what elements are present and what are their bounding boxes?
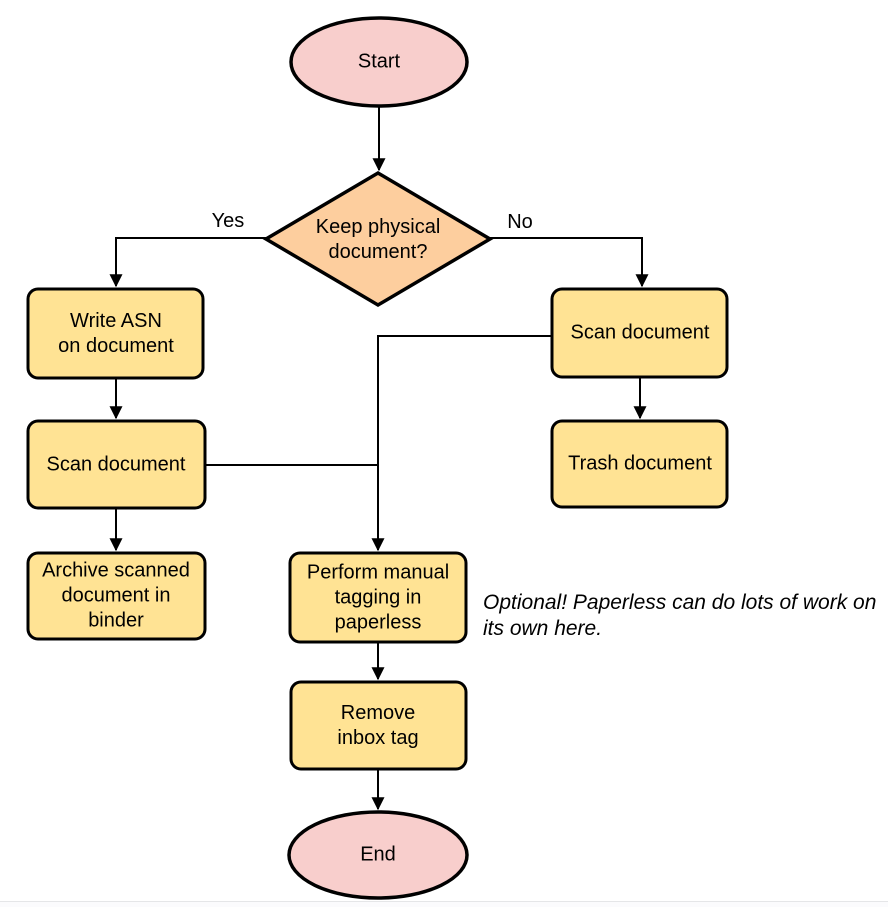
edge-label-no: No [507,211,533,233]
node-archive-shape [26,551,207,641]
edge-decision-yes-to-write-asn [109,237,266,288]
node-remove-inbox-label: Remove inbox tag [337,701,418,751]
node-write-asn-label-line: Write ASN [70,310,162,332]
edge-label-yes: Yes [211,210,245,232]
node-decision-label-line: document? [328,241,428,263]
canvas-bottom-edge [0,901,888,902]
node-tagging-label: Perform manual tagging in paperless [307,561,449,636]
node-archive-label-line: Archive scanned [42,559,190,582]
node-write-asn-label: Write ASN on document [58,309,174,359]
node-trash-label-line: Trash document [568,452,712,475]
node-scan-right-shape [550,287,729,379]
optional-note-line: its own here. [483,617,603,640]
node-archive-label-line: document in [61,584,171,607]
node-write-asn-label-line: on document [58,335,174,357]
node-end-label: End [360,843,396,868]
optional-note: Optional! Paperless can do lots of work … [483,590,876,642]
node-tagging-label-line: tagging in [334,586,422,609]
edge-decision-no-to-scan-right [488,237,649,288]
node-trash-shape [550,419,729,509]
node-scan-left-label-line: Scan document [46,453,186,476]
node-trash-label: Trash document [568,452,712,477]
node-decision-shape [262,170,494,308]
node-scan-left-label: Scan document [47,453,186,478]
node-tagging-label-line: Perform manual [306,561,450,584]
node-tagging-label-line: paperless [334,611,422,634]
edge-scan-right-to-tagging [371,335,552,552]
node-tagging-shape [288,551,468,644]
node-start-shape [289,16,469,108]
node-scan-right-label: Scan document [571,321,710,346]
node-remove-inbox-label-line: Remove [340,702,416,724]
node-start-label-line: Start [357,50,401,73]
node-remove-inbox-label-line: inbox tag [337,727,419,749]
node-write-asn-shape [26,287,205,380]
node-start-label: Start [358,50,400,75]
optional-note-line: Optional! Paperless can do lots of work … [483,591,877,614]
node-archive-label: Archive scanned document in binder [42,559,190,634]
node-scan-right-label-line: Scan document [570,321,710,344]
node-end-label-line: End [360,843,396,866]
node-decision-label-line: Keep physical [315,216,441,238]
node-scan-left-shape [26,419,207,510]
node-end-shape [287,810,469,900]
node-archive-label-line: binder [88,609,144,632]
below-canvas-area [0,902,888,907]
node-decision-label: Keep physical document? [316,215,441,265]
node-remove-inbox-shape [289,680,468,771]
